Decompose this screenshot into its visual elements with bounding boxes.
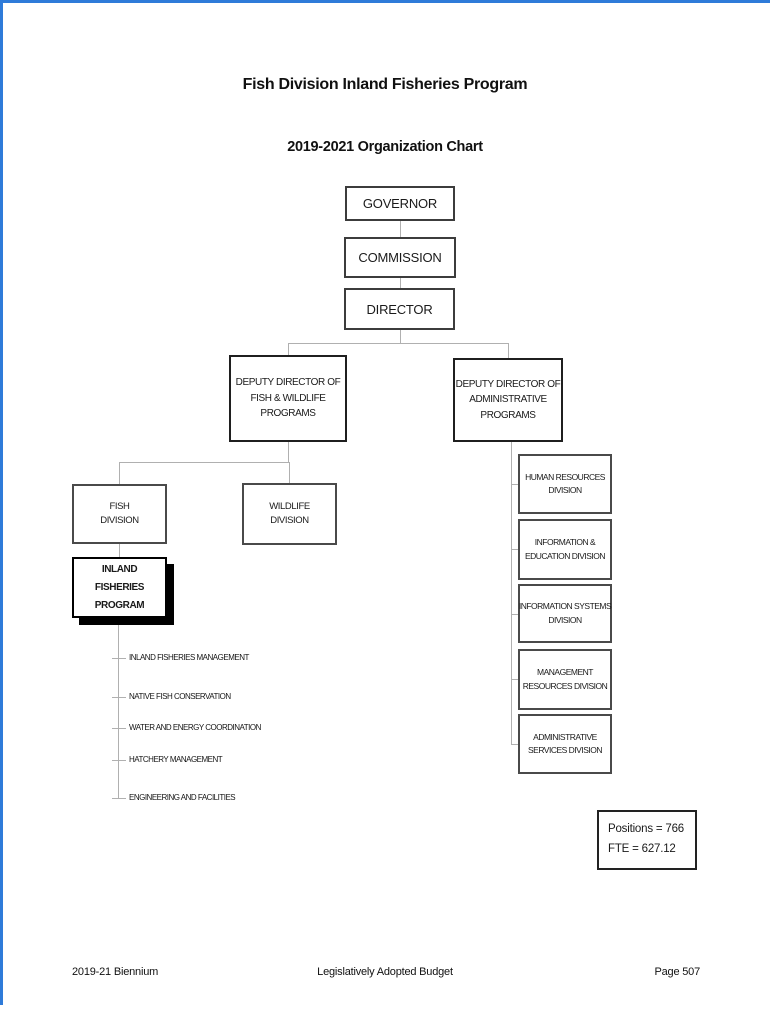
node-label-line: INFORMATION & — [534, 537, 596, 548]
connector-tick — [112, 760, 126, 761]
connector-line — [288, 343, 289, 355]
node-wildlife-division: WILDLIFE DIVISION — [242, 483, 337, 545]
node-commission: COMMISSION — [344, 237, 456, 278]
connector-tick — [112, 728, 126, 729]
node-label-line: INFORMATION SYSTEMS — [518, 601, 612, 612]
connector-stub — [511, 679, 518, 680]
program-unit-engineering-facilities: ENGINEERING AND FACILITIES — [129, 793, 236, 802]
stats-box: Positions = 766 FTE = 627.12 — [597, 810, 697, 870]
node-information-systems-division: INFORMATION SYSTEMS DIVISION — [518, 584, 612, 643]
node-label: GOVERNOR — [362, 196, 438, 211]
connector-line — [400, 221, 401, 237]
connector-stub — [511, 614, 518, 615]
node-information-education-division: INFORMATION & EDUCATION DIVISION — [518, 519, 612, 580]
connector-stub — [511, 549, 518, 550]
node-governor: GOVERNOR — [345, 186, 455, 221]
node-label-line: FISH & WILDLIFE — [250, 392, 326, 404]
footer-budget-label: Legislatively Adopted Budget — [317, 966, 453, 978]
connector-line — [511, 442, 512, 745]
connector-line — [289, 462, 290, 483]
node-label-line: SERVICES DIVISION — [527, 745, 603, 755]
node-label: COMMISSION — [358, 250, 442, 265]
connector-line — [118, 624, 119, 798]
connector-tick — [112, 658, 126, 659]
node-label-line: PROGRAM — [94, 599, 145, 611]
node-label-line: DIVISION — [548, 614, 582, 625]
connector-line — [119, 462, 289, 463]
node-label-line: PROGRAMS — [260, 408, 316, 420]
page-title: Fish Division Inland Fisheries Program — [242, 76, 528, 93]
stats-fte: FTE = 627.12 — [608, 843, 676, 855]
node-deputy-director-administrative: DEPUTY DIRECTOR OF ADMINISTRATIVE PROGRA… — [453, 358, 563, 442]
node-label-line: WILDLIFE — [269, 500, 310, 512]
node-administrative-services-division: ADMINISTRATIVE SERVICES DIVISION — [518, 714, 612, 774]
node-label: DIRECTOR — [366, 301, 433, 317]
node-label-line: EDUCATION DIVISION — [524, 550, 606, 561]
node-human-resources-division: HUMAN RESOURCES DIVISION — [518, 454, 612, 514]
program-unit-native-fish-conservation: NATIVE FISH CONSERVATION — [129, 692, 231, 701]
connector-line — [400, 278, 401, 288]
connector-tick — [112, 697, 126, 698]
node-label-line: DIVISION — [270, 515, 309, 526]
stats-positions: Positions = 766 — [608, 823, 684, 836]
node-deputy-director-fish-wildlife: DEPUTY DIRECTOR OF FISH & WILDLIFE PROGR… — [229, 355, 347, 442]
page-accent-left-border — [0, 0, 3, 1005]
program-unit-hatchery-management: HATCHERY MANAGEMENT — [129, 755, 223, 764]
node-director: DIRECTOR — [344, 288, 455, 330]
connector-line — [508, 343, 509, 358]
node-inland-fisheries-program: INLAND FISHERIES PROGRAM — [72, 557, 167, 618]
connector-line — [288, 343, 508, 344]
connector-line — [119, 544, 120, 560]
node-label-line: FISH — [109, 500, 130, 512]
footer-biennium: 2019-21 Biennium — [72, 966, 159, 978]
node-label-line: PROGRAMS — [480, 409, 536, 421]
node-fish-division: FISH DIVISION — [72, 484, 167, 544]
node-label-line: FISHERIES — [94, 581, 145, 593]
connector-line — [288, 442, 289, 462]
node-label-line: HUMAN RESOURCES — [525, 471, 605, 482]
node-label-line: RESOURCES DIVISION — [522, 680, 608, 691]
connector-stub — [511, 744, 518, 745]
node-label-line: MANAGEMENT — [537, 667, 593, 678]
page-subtitle: 2019-2021 Organization Chart — [287, 139, 483, 155]
footer-page-number: Page 507 — [654, 966, 701, 978]
node-label-line: INLAND — [101, 563, 138, 575]
connector-tick — [112, 798, 126, 799]
connector-stub — [511, 484, 518, 485]
node-label-line: DEPUTY DIRECTOR OF — [455, 378, 561, 390]
node-label-line: DEPUTY DIRECTOR OF — [235, 377, 341, 389]
page-accent-top-border — [0, 0, 770, 3]
node-management-resources-division: MANAGEMENT RESOURCES DIVISION — [518, 649, 612, 710]
connector-line — [119, 462, 120, 484]
node-label-line: DIVISION — [548, 485, 582, 495]
program-unit-water-energy-coordination: WATER AND ENERGY COORDINATION — [129, 723, 261, 732]
node-label-line: ADMINISTRATIVE — [533, 731, 597, 742]
program-unit-inland-fisheries-management: INLAND FISHERIES MANAGEMENT — [129, 653, 249, 662]
node-label-line: ADMINISTRATIVE — [469, 394, 547, 406]
node-label-line: DIVISION — [100, 515, 139, 526]
connector-line — [400, 330, 401, 343]
